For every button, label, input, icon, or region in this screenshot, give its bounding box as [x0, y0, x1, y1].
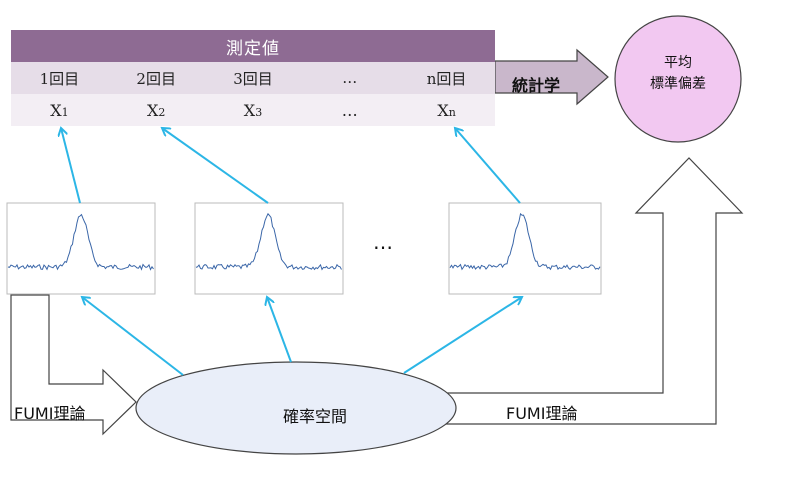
- left-fumi-arrow: [10, 294, 137, 436]
- right-fumi-arrow: [439, 157, 744, 425]
- value-main: …: [341, 100, 358, 120]
- header-cell-n: n回目: [426, 69, 467, 88]
- value-main: X: [147, 100, 159, 120]
- result-circle: [614, 15, 742, 143]
- statistics-label: 統計学: [511, 76, 560, 95]
- value-main: X: [50, 100, 62, 120]
- header-cell-2: 2回目: [136, 69, 176, 88]
- result-mean: 平均: [664, 55, 692, 71]
- header-cell-ellipsis: …: [342, 69, 358, 87]
- header-cell-1: 1回目: [39, 69, 80, 88]
- fumi-theory-right-label: FUMI理論: [506, 404, 578, 423]
- table-header-row: 1回目 2回目 3回目 … n回目: [11, 62, 495, 94]
- value-main: X: [243, 100, 256, 120]
- plot2-to-x2-arrow: [162, 128, 269, 204]
- plots-ellipsis: …: [373, 230, 393, 254]
- space-to-plot2-arrow: [267, 297, 292, 363]
- space-to-plot1-arrow: [82, 297, 184, 376]
- plot1-to-x1-arrow: [61, 128, 81, 204]
- result-std: 標準偏差: [650, 76, 706, 92]
- signal-plot-1: [6, 202, 156, 295]
- header-cell-3: 3回目: [233, 69, 273, 88]
- statistics-arrow: [494, 48, 609, 106]
- fumi-theory-left-label: FUMI理論: [14, 404, 86, 423]
- value-sub: 2: [158, 105, 166, 119]
- space-to-plotn-arrow: [403, 297, 522, 374]
- signal-plot-2: [194, 202, 344, 295]
- result-text: 平均 標準偏差: [618, 53, 738, 95]
- value-main: X: [437, 100, 449, 120]
- value-sub: n: [448, 105, 456, 119]
- value-cell-ellipsis: …: [301, 94, 398, 126]
- probability-space-label: 確率空間: [282, 407, 347, 426]
- table-title: 測定値: [11, 30, 495, 62]
- probability-space-ellipse: [135, 361, 457, 455]
- plotn-to-xn-arrow: [455, 128, 521, 204]
- signal-plot-n: [448, 202, 602, 295]
- value-sub: 1: [61, 105, 69, 119]
- value-sub: 3: [255, 105, 263, 119]
